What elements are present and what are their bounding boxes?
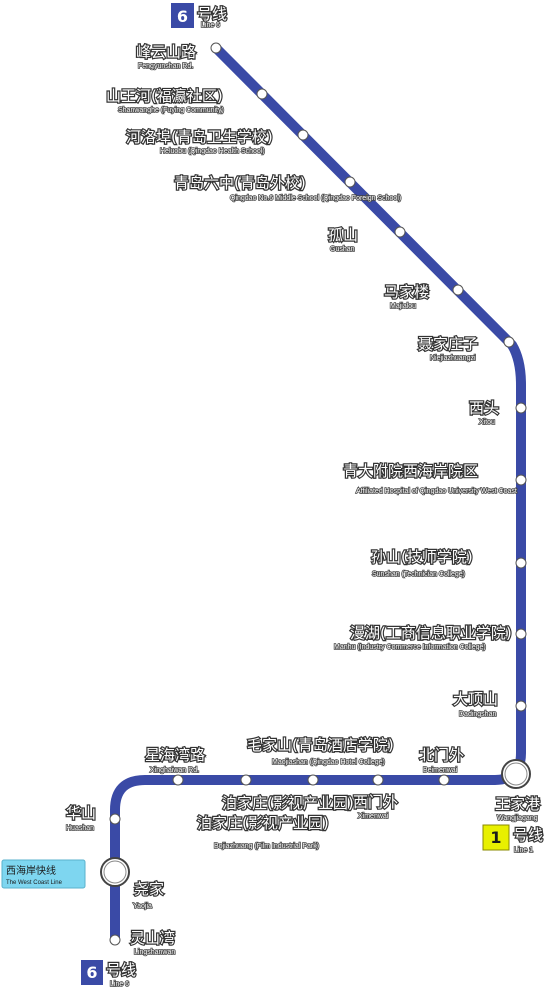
station-lingshanwan[interactable]: 灵山湾 Lingshanwan (109, 928, 176, 957)
svg-text:Heluobu (Qingdao Health School: Heluobu (Qingdao Health School) (160, 148, 265, 155)
svg-text:马家楼: 马家楼 (384, 283, 429, 301)
svg-text:西门外: 西门外 (353, 793, 398, 811)
svg-text:Niejiazhuangzi: Niejiazhuangzi (430, 355, 476, 362)
station-manhu[interactable]: 漫湖(工商信息职业学院) Manhu (Industry Commerce In… (333, 623, 527, 652)
station-bojiazhuang[interactable]: 泊家庄(影视产业园) 泊家庄(影视产业园) Bojiazhuang (Film … (196, 774, 355, 851)
svg-text:Line 6: Line 6 (110, 981, 129, 988)
station-dadingshan[interactable]: 大顶山 Dadingshan (452, 689, 527, 719)
svg-text:Ximenwai: Ximenwai (358, 813, 389, 820)
svg-text:号线: 号线 (197, 5, 227, 23)
svg-text:王家港: 王家港 (495, 795, 540, 813)
svg-text:聂家庄子: 聂家庄子 (418, 335, 478, 353)
svg-text:Sunshan (Technician College): Sunshan (Technician College) (372, 571, 465, 578)
svg-text:号线: 号线 (106, 961, 136, 979)
station-shanwanghe[interactable]: 山王河(福瀛社区) Shanwanghe (Fuying Community) (105, 86, 268, 115)
svg-text:Bojiazhuang (Film Industrial P: Bojiazhuang (Film Industrial Park) (214, 843, 319, 850)
svg-text:6: 6 (86, 963, 97, 982)
svg-text:Beimenwai: Beimenwai (423, 767, 458, 774)
svg-text:Huashan: Huashan (66, 825, 94, 832)
svg-text:6: 6 (177, 7, 188, 26)
station-sunshan[interactable]: 孙山(技师学院) Sunshan (Technician College) (370, 547, 527, 579)
station-beimenwai[interactable]: 北门外 Beimenwai (418, 745, 465, 786)
svg-text:号线: 号线 (513, 826, 543, 844)
svg-text:泊家庄(影视产业园): 泊家庄(影视产业园) (222, 794, 354, 812)
terminus-badge-bottom[interactable]: 6 号线 Line 6 (81, 960, 137, 989)
svg-text:西头: 西头 (469, 399, 499, 417)
svg-text:灵山湾: 灵山湾 (130, 929, 175, 947)
west-coast-line-badge[interactable]: 西海岸快线 The West Coast Line (1, 859, 86, 889)
svg-text:Qingdao No.6 Middle School (Qi: Qingdao No.6 Middle School (Qingdao Fore… (230, 195, 401, 202)
station-yaojia[interactable]: 尧家 Yaojia (100, 857, 165, 911)
svg-text:尧家: 尧家 (134, 880, 164, 898)
station-niejiazhuangzi[interactable]: 聂家庄子 Niejiazhuangzi (417, 334, 515, 363)
svg-text:Xitou: Xitou (479, 419, 495, 426)
svg-text:Manhu (Industry Commerce Infor: Manhu (Industry Commerce Information Col… (334, 644, 486, 651)
svg-text:Maojiashan (Qingdao Hotel Coll: Maojiashan (Qingdao Hotel College) (272, 759, 385, 766)
svg-text:Majialou: Majialou (390, 303, 416, 310)
station-xitou[interactable]: 西头 Xitou (468, 398, 527, 427)
svg-text:1: 1 (490, 828, 501, 847)
svg-text:Lingshanwan: Lingshanwan (134, 949, 175, 956)
svg-text:大顶山: 大顶山 (453, 690, 498, 708)
station-huashan[interactable]: 华山 Huashan (65, 803, 121, 833)
line-1-transfer-badge[interactable]: 1 号线 Line 1 (482, 824, 544, 855)
svg-text:Xinghaiwan Rd.: Xinghaiwan Rd. (150, 767, 199, 774)
station-qingda-hospital[interactable]: 青大附院西海岸院区 Affiliated Hospital of Qingdao… (342, 461, 527, 496)
terminus-badge-top[interactable]: 6 号线 Line 6 (171, 3, 228, 30)
svg-text:峰云山路: 峰云山路 (136, 43, 196, 61)
svg-text:青大附院西海岸院区: 青大附院西海岸院区 (343, 462, 478, 480)
station-xinghaiwan[interactable]: 星海湾路 Xinghaiwan Rd. (144, 745, 206, 786)
svg-text:Line 6: Line 6 (201, 22, 220, 29)
svg-text:Line 1: Line 1 (514, 847, 533, 854)
svg-text:Wangjiagang: Wangjiagang (497, 815, 538, 822)
svg-text:Yaojia: Yaojia (133, 903, 152, 910)
station-majialou[interactable]: 马家楼 Majialou (383, 282, 464, 311)
svg-text:毛家山(青岛酒店学院): 毛家山(青岛酒店学院) (247, 736, 394, 754)
svg-text:山王河(福瀛社区): 山王河(福瀛社区) (106, 87, 223, 105)
svg-text:青岛六中(青岛外校): 青岛六中(青岛外校) (174, 174, 306, 192)
station-wangjiagang[interactable]: 王家港 Wangjiagang (494, 759, 541, 823)
svg-text:漫湖(工商信息职业学院): 漫湖(工商信息职业学院) (350, 624, 512, 642)
station-fengyunshan[interactable]: 峰云山路 Fengyunshan Rd. (135, 42, 222, 71)
svg-text:华山: 华山 (66, 804, 96, 822)
svg-text:泊家庄(影视产业园): 泊家庄(影视产业园) (197, 814, 329, 832)
svg-text:星海湾路: 星海湾路 (145, 746, 205, 764)
svg-text:孤山: 孤山 (328, 226, 358, 244)
svg-text:北门外: 北门外 (419, 746, 464, 764)
svg-text:Dadingshan: Dadingshan (459, 711, 496, 718)
station-qingdao-no6[interactable]: 青岛六中(青岛外校) Qingdao No.6 Middle School (Q… (173, 173, 402, 203)
station-maojiashan[interactable]: 毛家山(青岛酒店学院) Maojiashan (Qingdao Hotel Co… (246, 735, 395, 786)
svg-text:Gushan: Gushan (330, 246, 355, 253)
svg-text:河洛埠(青岛卫生学校): 河洛埠(青岛卫生学校) (126, 128, 273, 146)
station-ximenwai[interactable]: 西门外 Ximenwai (352, 774, 399, 821)
svg-text:Shanwanghe (Fuying Community): Shanwanghe (Fuying Community) (118, 107, 224, 114)
station-heluobu[interactable]: 河洛埠(青岛卫生学校) Heluobu (Qingdao Health Scho… (125, 127, 309, 156)
svg-text:Affiliated Hospital of Qingdao: Affiliated Hospital of Qingdao Universit… (356, 488, 517, 495)
svg-text:西海岸快线: 西海岸快线 (6, 864, 56, 877)
svg-text:The West Coast Line: The West Coast Line (6, 880, 63, 886)
svg-text:Fengyunshan Rd.: Fengyunshan Rd. (138, 63, 193, 70)
station-gushan[interactable]: 孤山 Gushan (327, 225, 406, 254)
svg-text:孙山(技师学院): 孙山(技师学院) (371, 548, 473, 566)
